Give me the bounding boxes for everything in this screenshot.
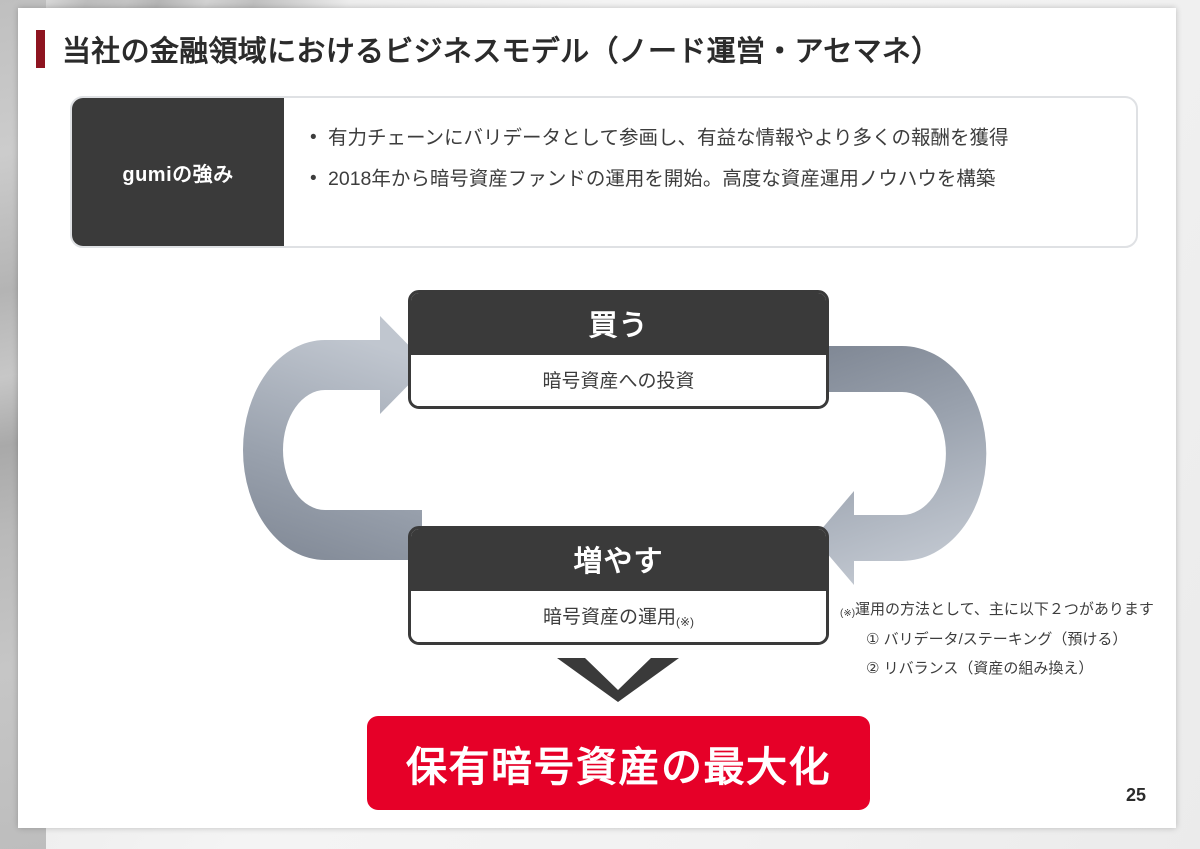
bullet-dot-icon: • bbox=[310, 168, 317, 190]
cycle-grow-subtext-row: 暗号資産の運用(※) bbox=[411, 591, 826, 642]
list-item: • 2018年から暗号資産ファンドの運用を開始。高度な資産運用ノウハウを構築 bbox=[310, 165, 1110, 194]
title-accent-bar bbox=[36, 30, 45, 68]
cycle-buy-heading: 買う bbox=[411, 293, 826, 355]
strength-bullet-list: • 有力チェーンにバリデータとして参画し、有益な情報やより多くの報酬を獲得 • … bbox=[284, 98, 1136, 246]
cycle-box-grow: 増やす 暗号資産の運用(※) bbox=[408, 526, 829, 645]
footnote-intro-row: (※)運用の方法として、主に以下２つがあります bbox=[840, 600, 1185, 621]
bullet-dot-icon: • bbox=[310, 127, 317, 148]
cycle-arrow-right-icon bbox=[814, 346, 987, 585]
strength-label: gumiの強み bbox=[72, 98, 284, 246]
footnote-item: ① バリデータ/ステーキング（預ける） bbox=[866, 630, 1128, 648]
page-number: 25 bbox=[1125, 785, 1146, 805]
footnote-intro: 運用の方法として、主に以下２つがあります bbox=[855, 601, 1154, 618]
cycle-buy-subtext: 暗号資産への投資 bbox=[411, 355, 826, 406]
footnote-block: (※)運用の方法として、主に以下２つがあります ① バリデータ/ステーキング（預… bbox=[840, 600, 1185, 679]
page-title: 当社の金融領域におけるビジネスモデル（ノード運営・アセマネ） bbox=[62, 36, 941, 68]
cycle-grow-subtext: 暗号資産の運用 bbox=[542, 607, 676, 628]
slide-page: 当社の金融領域におけるビジネスモデル（ノード運営・アセマネ） gumiの強み •… bbox=[18, 8, 1176, 828]
footnote-mark: (※) bbox=[840, 608, 856, 619]
cycle-box-buy: 買う 暗号資産への投資 bbox=[408, 290, 829, 409]
page-title-row: 当社の金融領域におけるビジネスモデル（ノード運営・アセマネ） bbox=[36, 28, 940, 70]
strength-bullet-text: 有力チェーンにバリデータとして参画し、有益な情報やより多くの報酬を獲得 bbox=[328, 127, 1009, 149]
result-text: 保有暗号資産の最大化 bbox=[406, 744, 831, 790]
cycle-grow-heading: 増やす bbox=[411, 529, 826, 591]
strength-callout-box: gumiの強み • 有力チェーンにバリデータとして参画し、有益な情報やより多くの… bbox=[70, 96, 1138, 248]
cycle-arrow-left-icon bbox=[243, 316, 428, 560]
cycle-grow-footnote-mark: (※) bbox=[675, 615, 695, 629]
footnote-item: ② リバランス（資産の組み換え） bbox=[866, 659, 1094, 677]
result-banner: 保有暗号資産の最大化 bbox=[367, 716, 870, 810]
chevron-down-icon bbox=[557, 658, 679, 702]
strength-bullet-text: 2018年から暗号資産ファンドの運用を開始。高度な資産運用ノウハウを構築 bbox=[328, 168, 996, 191]
list-item: • 有力チェーンにバリデータとして参画し、有益な情報やより多くの報酬を獲得 bbox=[310, 124, 1110, 153]
